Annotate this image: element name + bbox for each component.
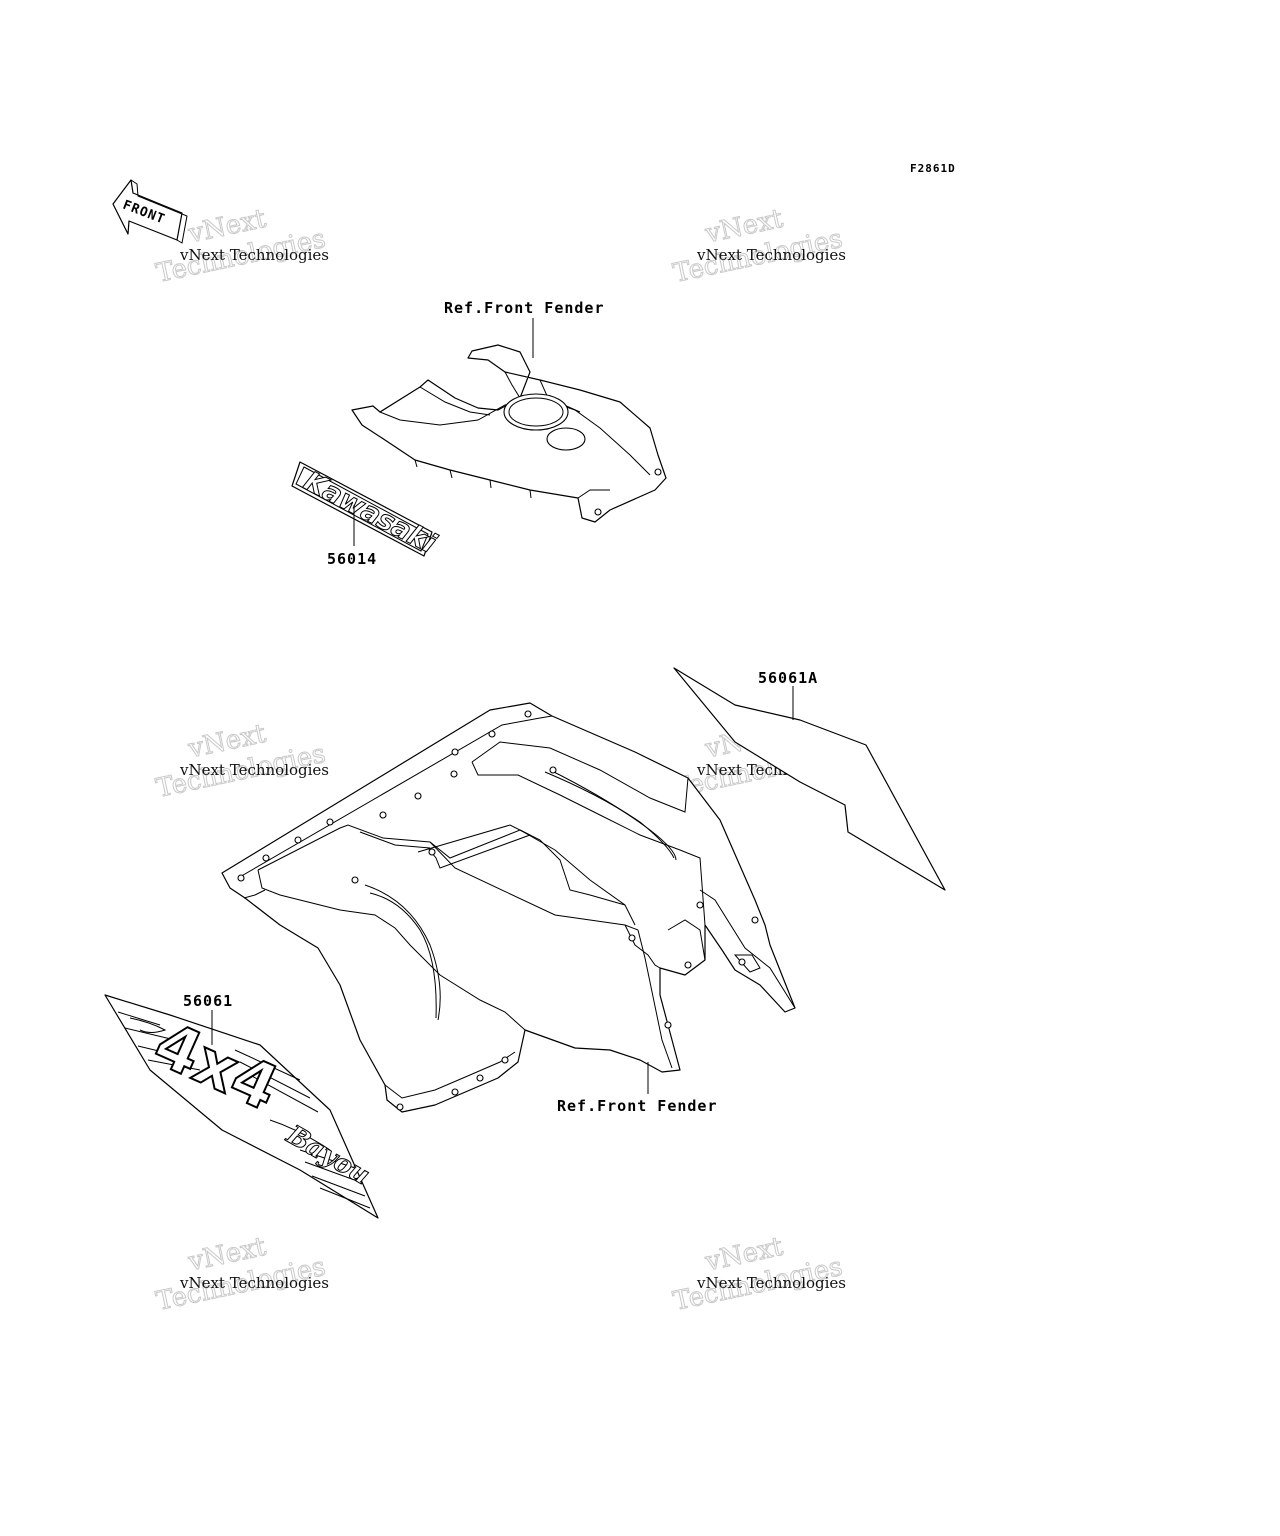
right-side-decal — [673, 667, 946, 891]
watermark-bottom-right: vNext Technologies vNext Technologies — [670, 1231, 846, 1317]
left-side-decal: 4x4 Bayou — [104, 994, 379, 1219]
top-fender-ref-label: Ref.Front Fender — [444, 299, 605, 317]
svg-text:vNext Technologies: vNext Technologies — [179, 1274, 329, 1292]
kawasaki-decal: Kawasaki — [291, 461, 442, 560]
bottom-fender-ref-label: Ref.Front Fender — [557, 1097, 718, 1115]
svg-text:vNext Technologies: vNext Technologies — [696, 1274, 846, 1292]
right-decal-part-number: 56061A — [758, 669, 818, 687]
front-arrow-icon: FRONT — [112, 179, 188, 244]
svg-text:vNext Technologies: vNext Technologies — [179, 761, 329, 779]
figure-code: F2861D — [910, 162, 956, 175]
svg-text:vNext Technologies: vNext Technologies — [696, 246, 846, 264]
rear-fender — [221, 702, 796, 1113]
watermark-bottom-left: vNext Technologies vNext Technologies — [153, 1231, 329, 1317]
left-decal-part-number: 56061 — [183, 992, 233, 1010]
kawasaki-decal-text: Kawasaki — [299, 466, 442, 560]
front-fender-top — [351, 318, 667, 523]
kawasaki-decal-part-number: 56014 — [327, 550, 377, 568]
svg-text:vNext Technologies: vNext Technologies — [179, 246, 329, 264]
watermark-top-left: vNext Technologies vNext Technologies — [153, 203, 329, 289]
watermark-mid-left: vNext Technologies vNext Technologies — [153, 718, 329, 804]
watermark-top-right: vNext Technologies vNext Technologies — [670, 203, 846, 289]
